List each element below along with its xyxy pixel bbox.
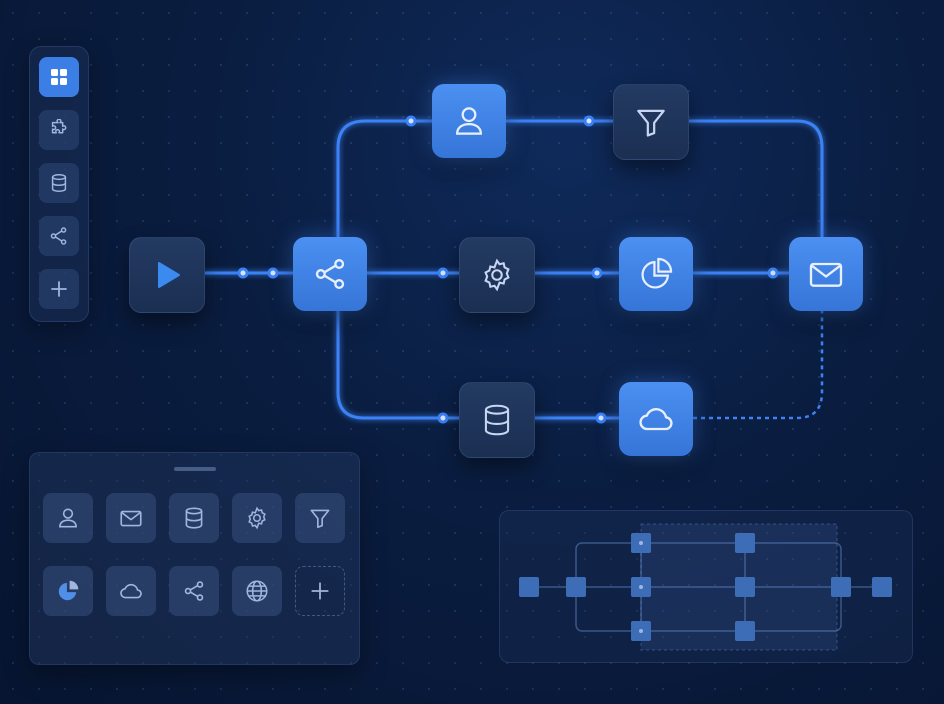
share-icon (184, 581, 204, 601)
puzzle-icon (51, 119, 67, 134)
palette-item-globe[interactable] (232, 566, 282, 616)
minimap-node (735, 577, 755, 597)
port (405, 115, 417, 127)
port (437, 412, 449, 424)
filter-icon (310, 509, 330, 529)
palette-drag-handle[interactable] (174, 467, 216, 471)
port (437, 267, 449, 279)
gear-icon (484, 258, 510, 292)
sidebar-item-grid[interactable] (39, 57, 79, 97)
minimap-node (735, 533, 755, 553)
node-filter[interactable] (613, 84, 689, 160)
pie-chart-icon (58, 580, 79, 601)
globe-icon (246, 580, 268, 602)
node-branch[interactable] (293, 237, 367, 311)
palette-item-mail[interactable] (106, 493, 156, 543)
pie-chart-icon (641, 257, 673, 289)
user-icon (456, 107, 482, 135)
minimap-node (831, 577, 851, 597)
connector-cloud-mail-dashed (693, 310, 824, 420)
node-database[interactable] (459, 382, 535, 458)
port (591, 267, 603, 279)
mail-icon (120, 510, 142, 527)
node-settings[interactable] (459, 237, 535, 313)
sidebar-item-add[interactable] (39, 269, 79, 309)
node-start[interactable] (129, 237, 205, 313)
palette-item-cloud[interactable] (106, 566, 156, 616)
plus-icon (311, 582, 329, 600)
database-icon (484, 404, 510, 436)
cloud-icon (120, 583, 142, 599)
plus-icon (51, 281, 67, 297)
play-icon (158, 262, 180, 288)
minimap-node (872, 577, 892, 597)
port (267, 267, 279, 279)
gear-icon (248, 506, 266, 530)
database-icon (185, 507, 203, 529)
minimap-node (735, 621, 755, 641)
palette-item-user[interactable] (43, 493, 93, 543)
grid-icon (51, 69, 67, 85)
port (767, 267, 779, 279)
minimap-node (519, 577, 539, 597)
node-palette (29, 452, 360, 665)
palette-item-analytics[interactable] (43, 566, 93, 616)
palette-item-filter[interactable] (295, 493, 345, 543)
mail-icon (809, 262, 843, 287)
sidebar-item-share[interactable] (39, 216, 79, 256)
port (583, 115, 595, 127)
cloud-icon (639, 408, 673, 431)
port (595, 412, 607, 424)
connector-branch-user (336, 119, 434, 239)
sidebar-item-data[interactable] (39, 163, 79, 203)
minimap[interactable] (499, 510, 913, 663)
palette-item-settings[interactable] (232, 493, 282, 543)
sidebar-item-plugins[interactable] (39, 110, 79, 150)
filter-icon (637, 109, 665, 137)
port (237, 267, 249, 279)
node-user[interactable] (432, 84, 506, 158)
node-cloud[interactable] (619, 382, 693, 456)
node-mail[interactable] (789, 237, 863, 311)
palette-item-share[interactable] (169, 566, 219, 616)
minimap-node (566, 577, 586, 597)
share-icon (315, 259, 345, 289)
node-analytics[interactable] (619, 237, 693, 311)
connector-filter-mail (685, 119, 824, 239)
left-toolbar (29, 46, 89, 322)
share-icon (50, 227, 67, 245)
connector-branch-database (336, 308, 461, 420)
palette-item-add[interactable] (295, 566, 345, 616)
user-icon (59, 508, 77, 528)
palette-item-database[interactable] (169, 493, 219, 543)
database-icon (51, 174, 67, 192)
minimap-preview (519, 523, 892, 651)
